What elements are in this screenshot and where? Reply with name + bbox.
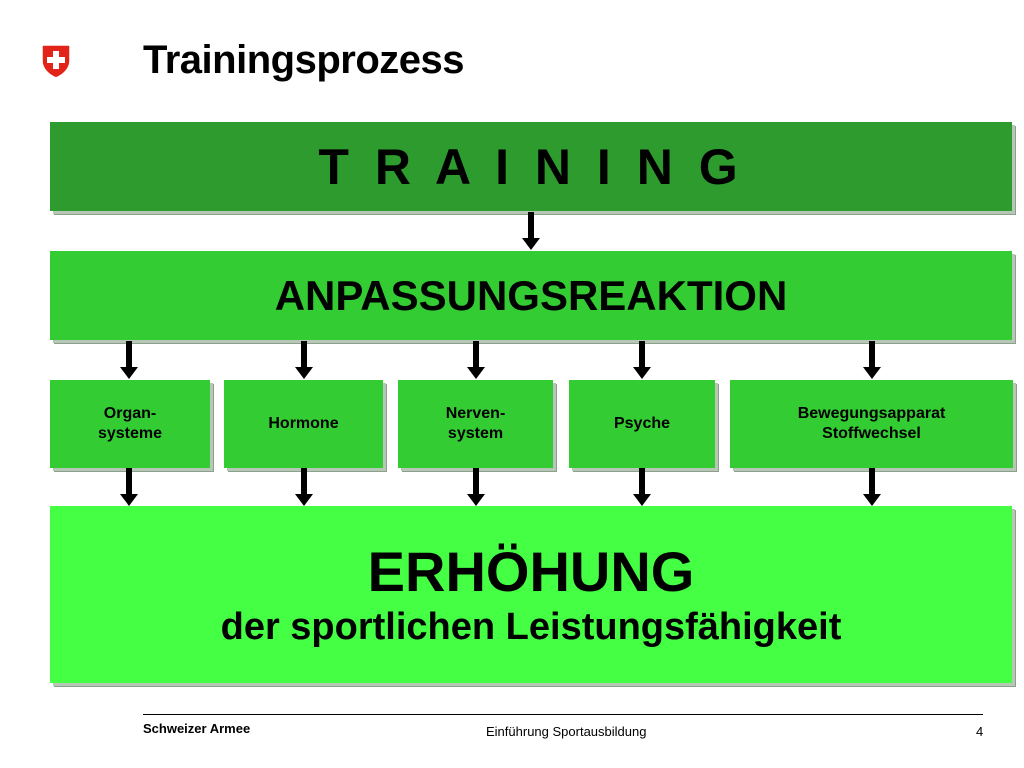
footer-divider <box>143 714 983 715</box>
arrow-down-icon <box>522 212 540 250</box>
arrow-down-icon <box>633 341 651 379</box>
factor-box-hormone: Hormone <box>224 380 383 468</box>
arrow-down-icon <box>863 341 881 379</box>
factor-box-organsysteme: Organ- systeme <box>50 380 210 468</box>
factor-label: Stoffwechsel <box>822 425 921 442</box>
factor-box-bewegungsapparat: Bewegungsapparat Stoffwechsel <box>730 380 1013 468</box>
factor-label: system <box>447 425 504 442</box>
arrow-down-icon <box>863 468 881 506</box>
factor-label: Nerven- <box>445 405 506 422</box>
page-number: 4 <box>976 724 984 739</box>
arrow-down-icon <box>467 341 485 379</box>
erhoehung-box: ERHÖHUNG der sportlichen Leistungsfähigk… <box>50 506 1012 683</box>
training-label: T R A I N I N G <box>318 138 744 195</box>
factor-label: Psyche <box>613 415 671 432</box>
erhoehung-label: ERHÖHUNG <box>367 539 695 603</box>
page-title: Trainingsprozess <box>143 38 464 82</box>
arrow-down-icon <box>295 341 313 379</box>
footer-organization: Schweizer Armee <box>143 721 251 736</box>
factor-label: Organ- <box>103 405 157 422</box>
arrow-down-icon <box>120 468 138 506</box>
swiss-cross-shield-icon <box>41 44 71 79</box>
arrow-down-icon <box>467 468 485 506</box>
arrow-down-icon <box>120 341 138 379</box>
factor-box-psyche: Psyche <box>569 380 715 468</box>
anpassungsreaktion-label: ANPASSUNGSREAKTION <box>274 271 788 319</box>
arrow-down-icon <box>633 468 651 506</box>
arrow-down-icon <box>295 468 313 506</box>
factor-label: systeme <box>97 425 163 442</box>
training-box: T R A I N I N G <box>50 122 1012 211</box>
leistungsfaehigkeit-label: der sportlichen Leistungsfähigkeit <box>220 605 842 648</box>
footer-course: Einführung Sportausbildung <box>486 724 647 739</box>
anpassungsreaktion-box: ANPASSUNGSREAKTION <box>50 251 1012 340</box>
factor-label: Hormone <box>268 415 339 432</box>
factor-label: Bewegungsapparat <box>797 405 946 422</box>
factor-box-nervensystem: Nerven- system <box>398 380 553 468</box>
